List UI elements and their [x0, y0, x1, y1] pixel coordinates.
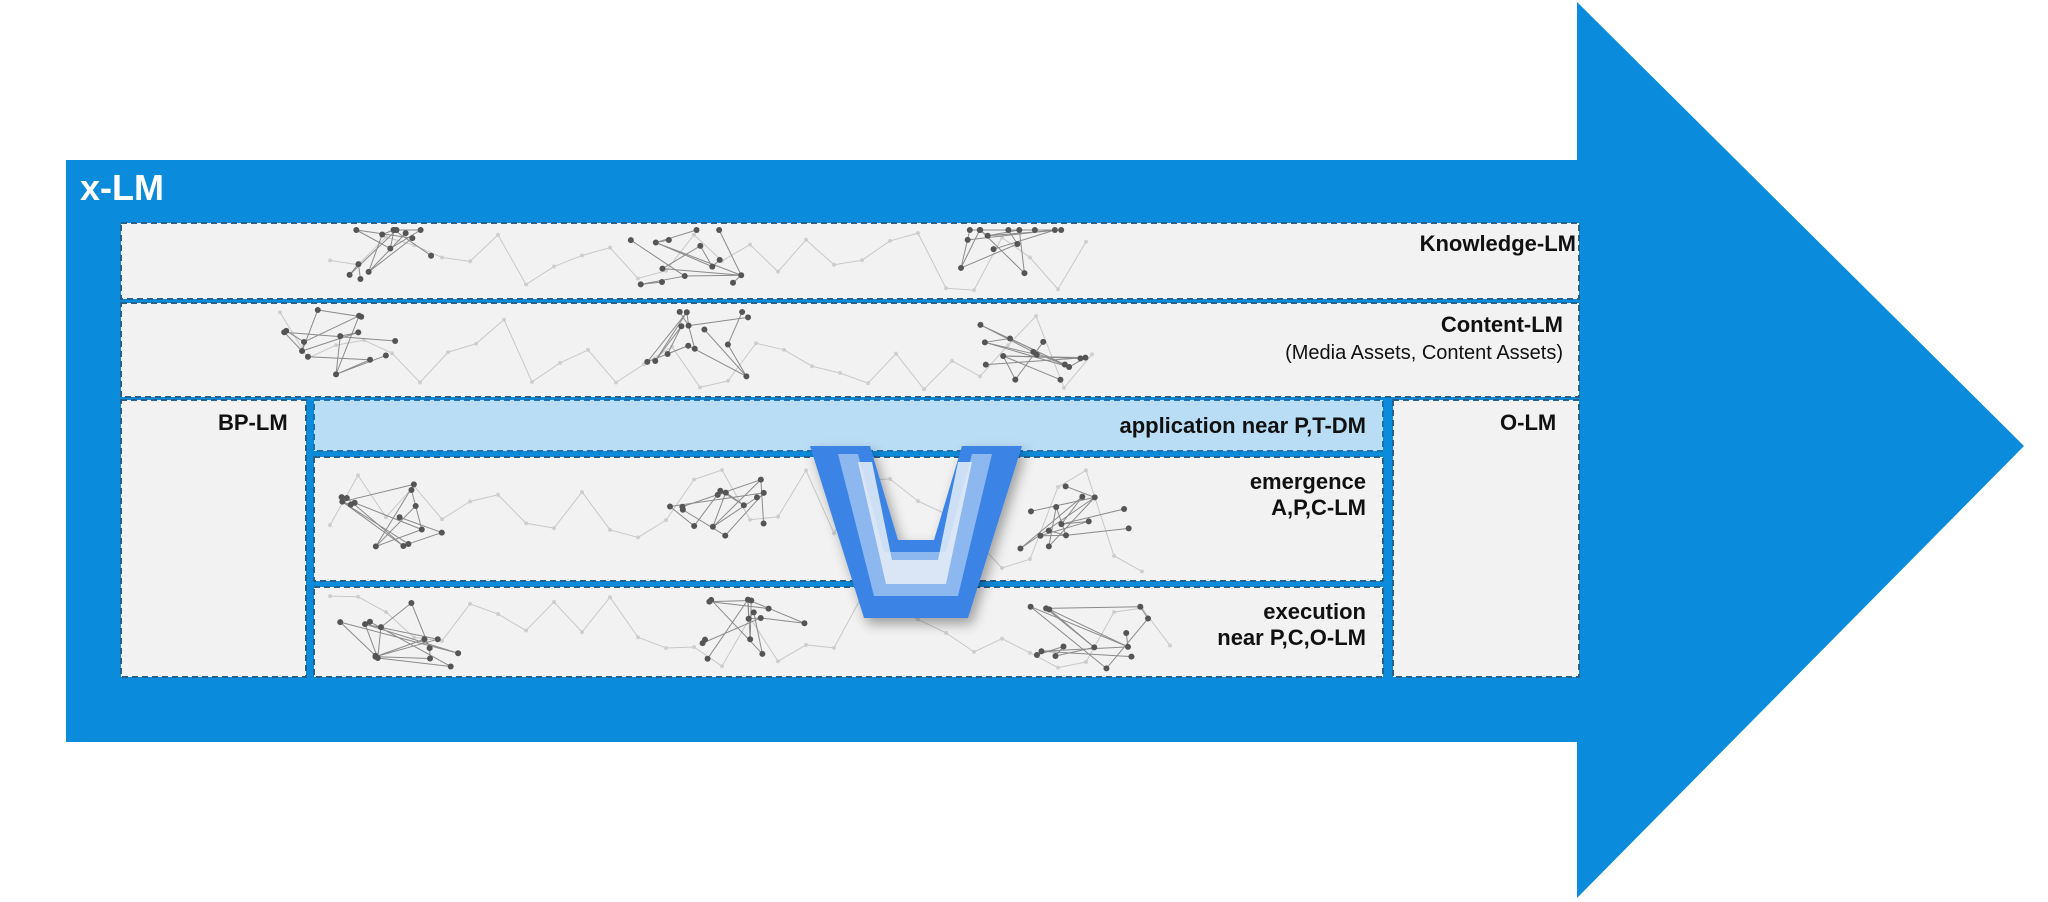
network-graph-pattern [278, 227, 1172, 672]
v-funnel-symbol [810, 446, 1022, 618]
execution-label-line1: execution [1263, 599, 1366, 624]
knowledge-lm-label: Knowledge-LM [1419, 231, 1576, 256]
application-bar [313, 399, 1384, 452]
execution-panel [313, 586, 1384, 678]
application-label: application near P,T-DM [1119, 413, 1366, 438]
bp-lm-label: BP-LM [218, 410, 288, 435]
content-lm-panel [120, 302, 1580, 398]
content-lm-sublabel: (Media Assets, Content Assets) [1285, 342, 1563, 364]
emergence-label-line2: A,P,C-LM [1271, 495, 1366, 520]
content-lm-label: Content-LM [1440, 312, 1563, 337]
execution-label-line2: near P,C,O-LM [1217, 625, 1366, 650]
diagram-title: x-LM [80, 167, 164, 208]
bp-lm-panel [120, 399, 307, 678]
o-lm-panel [1392, 399, 1580, 678]
o-lm-label: O-LM [1500, 410, 1557, 435]
knowledge-lm-panel [120, 222, 1580, 300]
emergence-label-line1: emergence [1249, 469, 1366, 494]
